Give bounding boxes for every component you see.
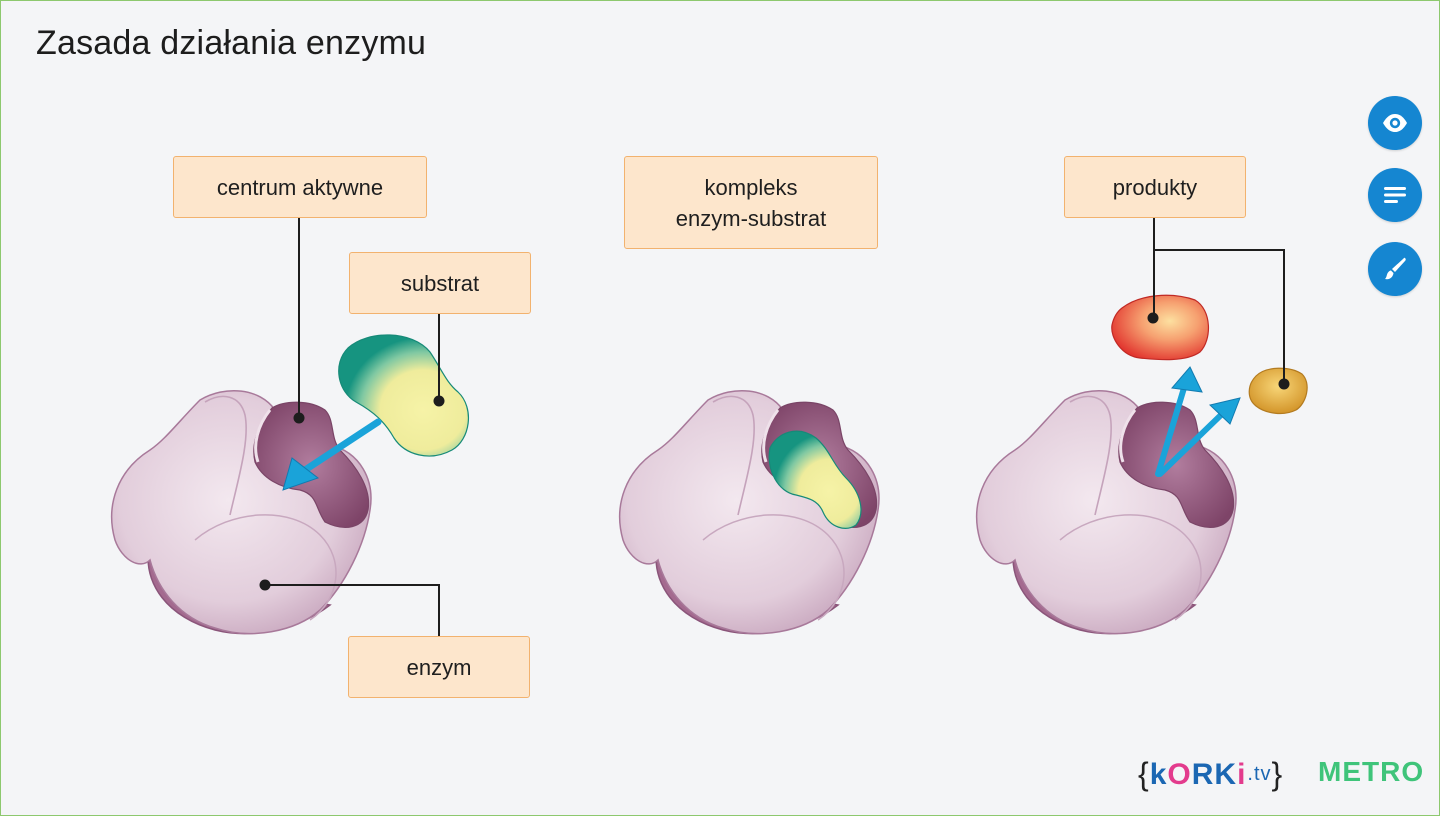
draw-button[interactable]	[1368, 242, 1422, 296]
substrate-shape	[338, 334, 470, 457]
pointer-dot	[259, 579, 271, 591]
logo-brace: }	[1271, 756, 1284, 792]
pointer-dot	[293, 412, 305, 424]
eye-icon	[1383, 114, 1407, 132]
label-active-site: centrum aktywne	[173, 156, 427, 218]
logo-letter: O	[1167, 757, 1192, 791]
pointer-dot	[1278, 378, 1290, 390]
description-button[interactable]	[1368, 168, 1422, 222]
label-products: produkty	[1064, 156, 1246, 218]
metro-logo: METRO	[1318, 756, 1425, 787]
label-substrate: substrat	[349, 252, 531, 314]
logo-brace: {	[1138, 756, 1150, 792]
pointer-dot	[433, 395, 445, 407]
label-text: substrat	[400, 270, 480, 296]
korki-logo: { k O RK i .tv }	[1138, 756, 1283, 793]
connector-lines	[265, 217, 440, 636]
enzyme-substrate-complex	[618, 389, 880, 635]
product-orange	[1248, 367, 1308, 415]
logo-letter: k	[1149, 757, 1168, 791]
label-text: enzym	[406, 654, 472, 680]
logo-letter: i	[1237, 757, 1247, 791]
page-title: Zasada działania enzymu	[36, 24, 427, 62]
brush-icon	[1385, 257, 1406, 280]
label-complex: kompleks enzym-substrat	[624, 156, 878, 249]
enzyme-1	[110, 389, 372, 635]
product-red	[1111, 294, 1210, 361]
label-text: centrum aktywne	[216, 174, 384, 200]
show-button[interactable]	[1368, 96, 1422, 150]
logo-letter: RK	[1191, 757, 1238, 791]
release-arrows	[1155, 366, 1241, 477]
binding-arrow	[282, 418, 382, 491]
text-lines-icon	[1384, 187, 1406, 203]
logo-suffix: .tv	[1247, 763, 1272, 785]
label-enzyme: enzym	[348, 636, 530, 698]
pointer-dot	[1147, 312, 1159, 324]
enzyme-3	[975, 389, 1237, 635]
connector-lines-products	[1153, 217, 1285, 384]
label-text: kompleks	[704, 174, 798, 200]
label-text: produkty	[1112, 174, 1198, 200]
label-text: enzym-substrat	[675, 205, 827, 231]
